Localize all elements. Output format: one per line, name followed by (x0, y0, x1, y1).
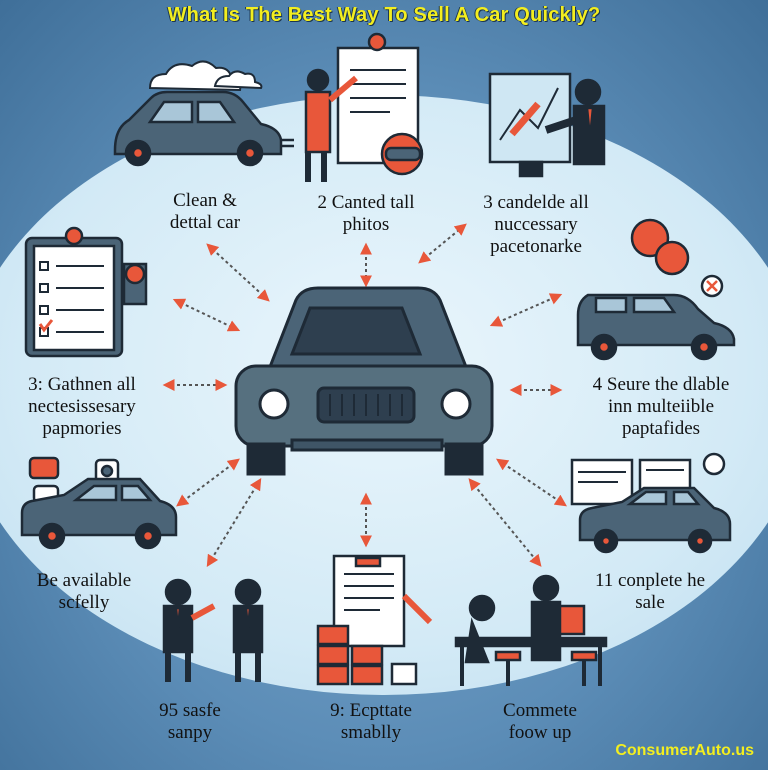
suv-icon (576, 293, 736, 361)
arrow-available (206, 477, 262, 568)
dashboard-screens-icon (570, 452, 726, 506)
arrow-clean (206, 243, 270, 302)
page-title: What Is The Best Way To Sell A Car Quick… (167, 4, 601, 26)
arrow-suv (489, 293, 563, 327)
hatchback-car-icon (113, 90, 294, 167)
computer-person-icon (488, 72, 606, 178)
coins-icon (630, 218, 724, 298)
step-label-clean: Clean &dettal car (169, 190, 241, 233)
two-people-icon (162, 578, 264, 682)
arrow-right-car (496, 458, 567, 507)
clipboard-person-icon (304, 32, 424, 182)
arrow-checklist (172, 298, 241, 332)
desk-people-icon (454, 574, 608, 686)
document-icon (316, 554, 433, 686)
arrows (162, 223, 567, 568)
sedan-right-icon (578, 486, 732, 554)
main-car-icon (234, 286, 494, 476)
checklist-icon (24, 226, 148, 358)
arrow-complete (468, 478, 542, 567)
arrow-paperwork (418, 223, 467, 264)
cloud-icon (148, 60, 263, 92)
sedan-left-icon (20, 477, 178, 550)
brand-watermark: ConsumerAuto.us (615, 742, 754, 759)
arrow-chat (176, 458, 240, 507)
